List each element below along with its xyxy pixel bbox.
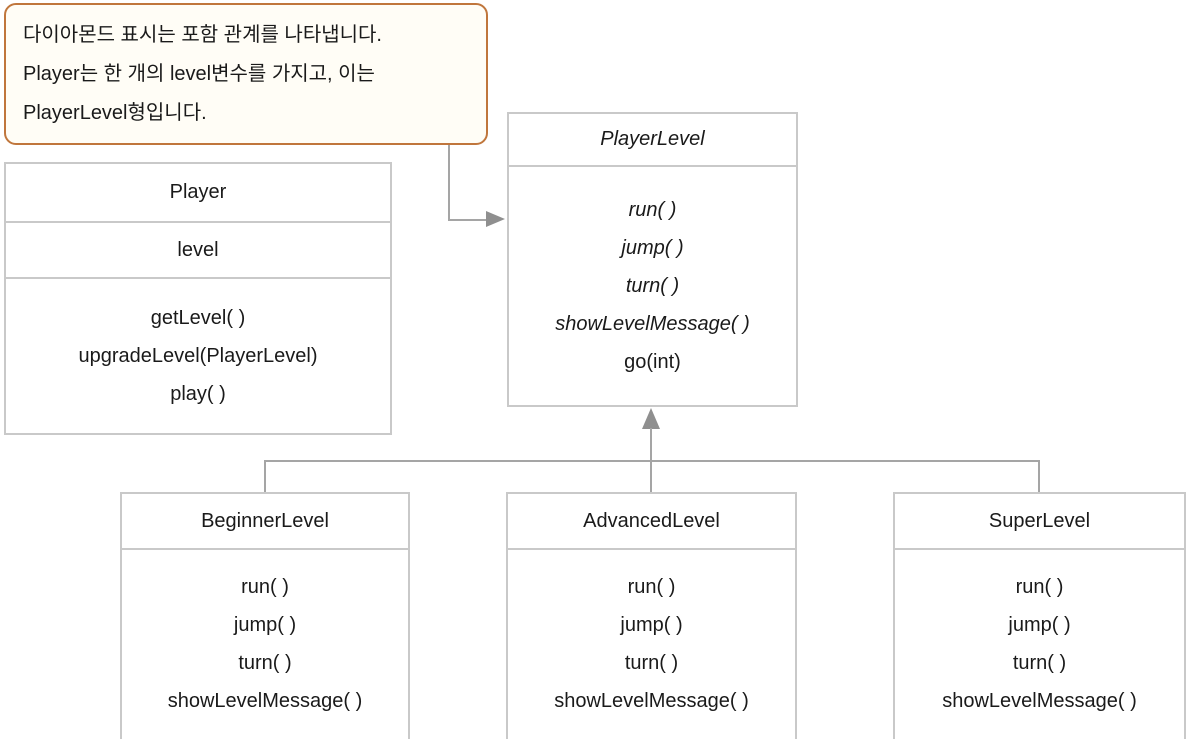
method: go(int) <box>624 351 681 373</box>
method: showLevelMessage( ) <box>942 690 1137 712</box>
method: getLevel( ) <box>150 307 246 329</box>
method: turn( ) <box>1012 652 1067 674</box>
method: jump( ) <box>620 614 683 636</box>
class-name: PlayerLevel <box>509 114 796 167</box>
class-methods: run( ) jump( ) turn( ) showLevelMessage(… <box>509 167 796 405</box>
class-methods: getLevel( ) upgradeLevel(PlayerLevel) pl… <box>6 279 390 433</box>
class-box-player: Player level getLevel( ) upgradeLevel(Pl… <box>4 162 392 435</box>
class-name: AdvancedLevel <box>508 494 795 550</box>
arrowhead-right-icon <box>486 211 505 227</box>
abstract-method: run( ) <box>628 199 677 221</box>
class-methods: run( ) jump( ) turn( ) showLevelMessage(… <box>508 550 795 720</box>
inheritance-stub-beginner <box>264 460 266 493</box>
method: showLevelMessage( ) <box>554 690 749 712</box>
class-methods: run( ) jump( ) turn( ) showLevelMessage(… <box>122 550 408 720</box>
class-methods: run( ) jump( ) turn( ) showLevelMessage(… <box>895 550 1184 720</box>
inheritance-stub-super <box>1038 460 1040 493</box>
method: jump( ) <box>1008 614 1071 636</box>
abstract-method: turn( ) <box>625 275 680 297</box>
callout-line: 다이아몬드 표시는 포함 관계를 나타냅니다. <box>23 24 382 46</box>
method: upgradeLevel(PlayerLevel) <box>78 345 318 367</box>
annotation-connector-vertical-line <box>448 145 450 221</box>
callout-line: PlayerLevel형입니다. <box>23 102 207 124</box>
annotation-callout: 다이아몬드 표시는 포함 관계를 나타냅니다. Player는 한 개의 lev… <box>4 3 488 145</box>
class-name: SuperLevel <box>895 494 1184 550</box>
class-box-playerlevel: PlayerLevel run( ) jump( ) turn( ) showL… <box>507 112 798 407</box>
method: run( ) <box>1015 576 1064 598</box>
class-box-superlevel: SuperLevel run( ) jump( ) turn( ) showLe… <box>893 492 1186 739</box>
class-box-advancedlevel: AdvancedLevel run( ) jump( ) turn( ) sho… <box>506 492 797 739</box>
arrowhead-up-icon <box>642 408 660 429</box>
annotation-connector-horizontal-line <box>448 219 486 221</box>
method: play( ) <box>170 383 226 405</box>
abstract-method: showLevelMessage( ) <box>555 313 750 335</box>
class-name: BeginnerLevel <box>122 494 408 550</box>
callout-line: Player는 한 개의 level변수를 가지고, 이는 <box>23 63 375 85</box>
method: run( ) <box>627 576 676 598</box>
method: showLevelMessage( ) <box>167 690 363 712</box>
class-box-beginnerlevel: BeginnerLevel run( ) jump( ) turn( ) sho… <box>120 492 410 739</box>
class-attribute: level <box>6 223 390 279</box>
inheritance-bus-line <box>264 460 1040 462</box>
method: jump( ) <box>233 614 297 636</box>
method: turn( ) <box>238 652 292 674</box>
abstract-method: jump( ) <box>621 237 684 259</box>
method: run( ) <box>241 576 289 598</box>
class-name: Player <box>6 164 390 223</box>
method: turn( ) <box>624 652 679 674</box>
